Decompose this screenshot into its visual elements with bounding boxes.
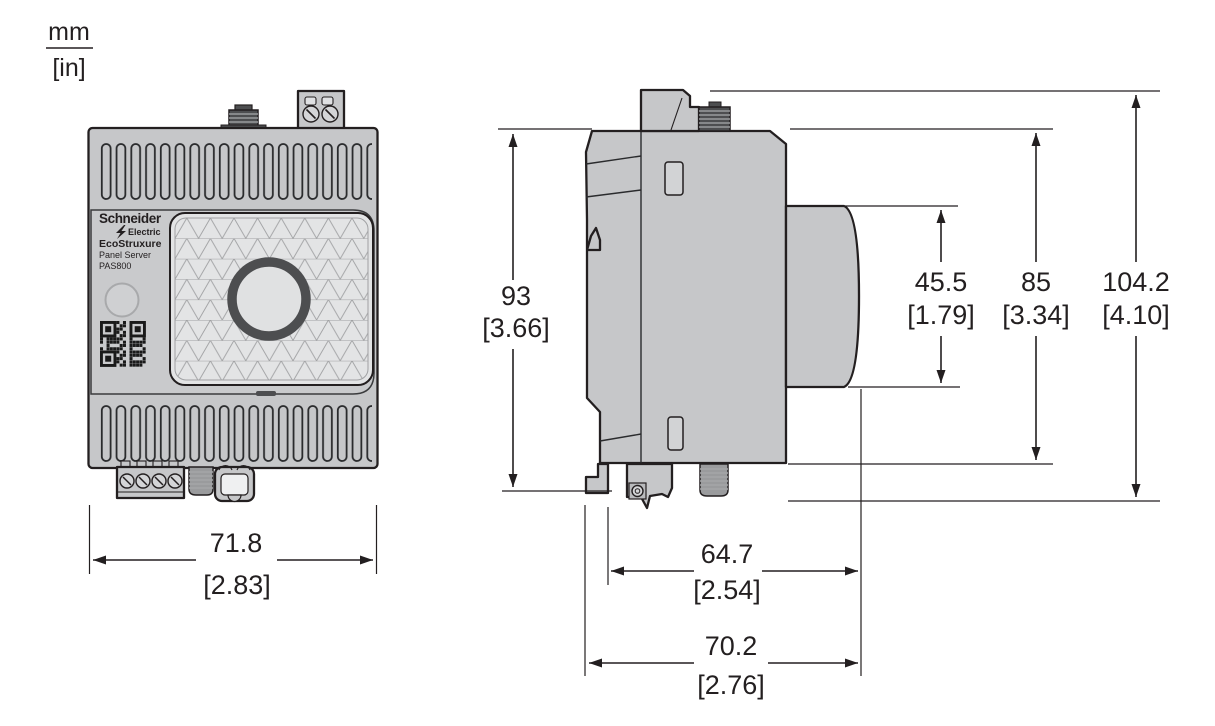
terminal-block-top-side xyxy=(639,88,701,133)
unit-legend: mm [in] xyxy=(46,18,93,82)
slotted-screw xyxy=(302,105,320,123)
dim-front-width: 71.8 [2.83] xyxy=(88,505,378,600)
terminal-block-bottom xyxy=(115,460,186,500)
unit-primary-label: mm xyxy=(48,18,90,46)
front-face-bump xyxy=(784,204,861,389)
dim-front-face-height-in: [1.79] xyxy=(907,300,975,330)
housing-seams xyxy=(585,131,642,463)
antenna-connector-top-side xyxy=(698,101,731,132)
din-rail-clip xyxy=(584,462,610,495)
dim-rear-height-mm: 93 xyxy=(501,281,531,311)
model-label: PAS800 xyxy=(99,261,131,271)
dim-front-width-in: [2.83] xyxy=(203,570,271,600)
slotted-screw xyxy=(167,473,183,489)
side-view xyxy=(584,88,861,510)
dim-rear-height-in: [3.66] xyxy=(482,313,550,343)
dim-front-face-height-mm: 45.5 xyxy=(915,267,968,297)
side-slot-upper xyxy=(664,161,684,196)
terminal-block-top xyxy=(296,89,346,131)
dim-overall-depth-in: [2.76] xyxy=(697,670,765,700)
dim-overall-height-in: [4.10] xyxy=(1102,300,1170,330)
brand-name-label: Schneider xyxy=(99,211,162,226)
dim-depth-from-rail-in: [2.54] xyxy=(693,575,761,605)
product-family-label: EcoStruxure xyxy=(99,238,162,250)
dim-front-face-height: 45.5 [1.79] xyxy=(845,205,975,388)
front-panel: Schneider Electric EcoStruxure Panel Ser… xyxy=(90,209,375,396)
product-name-label: Panel Server xyxy=(99,250,151,260)
slotted-screw xyxy=(151,473,167,489)
brand-sub-label: Electric xyxy=(128,227,161,237)
qr-code-icon xyxy=(100,321,146,367)
dim-depth-from-rail-mm: 64.7 xyxy=(701,539,754,569)
terminal-block-bottom-side xyxy=(625,462,674,510)
status-led-icon xyxy=(104,282,140,318)
vent-slots-bottom xyxy=(99,404,372,464)
dim-overall-height: 104.2 [4.10] xyxy=(710,90,1170,502)
terminal-slot xyxy=(304,96,317,106)
antenna-connector-top xyxy=(220,104,267,131)
qr-finder-patterns xyxy=(100,321,146,367)
dim-depth-from-rail: 64.7 [2.54] xyxy=(607,389,862,676)
dim-rear-height: 93 [3.66] xyxy=(482,128,612,492)
ethernet-connector xyxy=(213,465,256,503)
dim-overall-depth-mm: 70.2 xyxy=(705,631,758,661)
slotted-screw xyxy=(631,484,644,498)
antenna-connector-bottom-front xyxy=(188,466,214,496)
slotted-screw xyxy=(119,473,135,489)
dim-body-height-in: [3.34] xyxy=(1002,300,1070,330)
unit-secondary-label: [in] xyxy=(52,54,85,82)
vent-slots-top xyxy=(99,142,372,202)
schneider-lightning-bolt-icon xyxy=(116,225,126,239)
dim-front-width-mm: 71.8 xyxy=(210,528,263,558)
dim-overall-height-mm: 104.2 xyxy=(1102,267,1170,297)
terminal-slot xyxy=(321,96,334,106)
side-slot-lower xyxy=(667,416,684,451)
device-body-side xyxy=(584,129,788,465)
dim-overall-depth: 70.2 [2.76] xyxy=(584,505,858,700)
front-view: Schneider Electric EcoStruxure Panel Ser… xyxy=(87,89,379,503)
dim-body-height: 85 [3.34] xyxy=(788,128,1070,465)
slotted-screw xyxy=(321,105,339,123)
dim-body-height-mm: 85 xyxy=(1021,267,1051,297)
qr-data-modules xyxy=(100,321,146,367)
schneider-logo: Schneider Electric xyxy=(99,211,162,239)
slotted-screw xyxy=(135,473,151,489)
panel-latch-tab xyxy=(256,391,276,396)
antenna-connector-bottom-side xyxy=(699,463,729,497)
round-push-button-icon xyxy=(227,257,311,341)
